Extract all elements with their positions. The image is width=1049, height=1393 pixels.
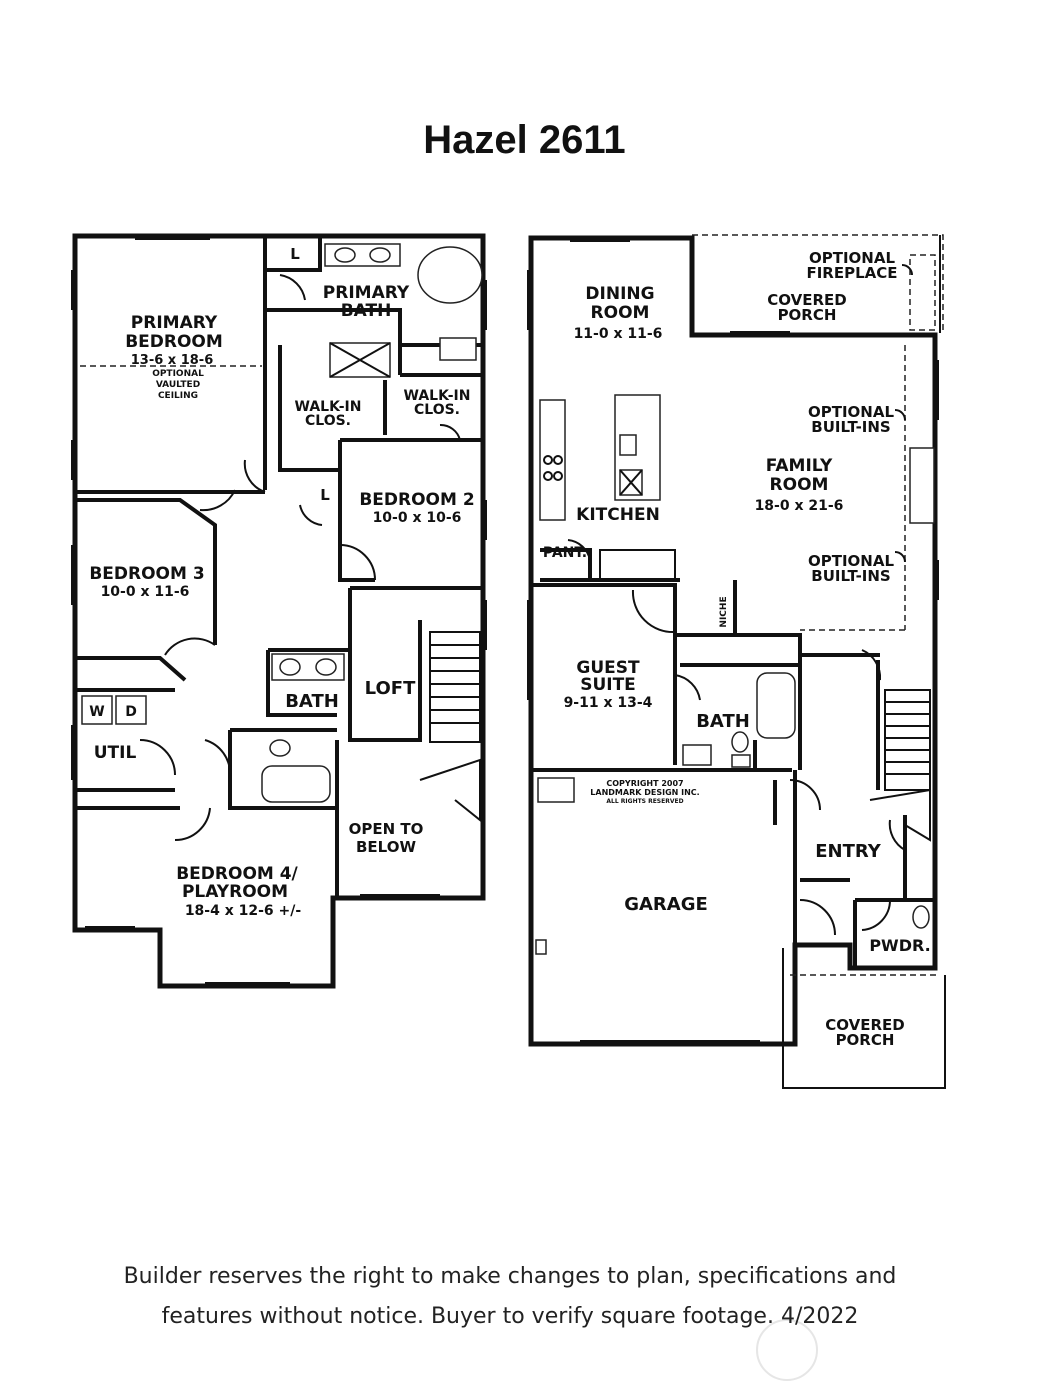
entry-label: ENTRY [815, 841, 882, 862]
main-bath-label: BATH [696, 711, 750, 732]
copyright-line-3: ALL RIGHTS RESERVED [606, 798, 683, 805]
main-stairs [599, 549, 931, 842]
primary-bath-name-1: PRIMARY [323, 283, 410, 303]
dining-name-1: DINING [585, 284, 654, 304]
kitchen-cabinetry [539, 394, 661, 521]
plan-title: Hazel 2611 [423, 118, 626, 162]
walk-in-closet-1-line-2: CLOS. [305, 413, 351, 429]
linen-closet-1: L [290, 245, 300, 263]
disclaimer-line-1: Builder reserves the right to make chang… [123, 1264, 897, 1289]
walk-in-closet-2-line-1: WALK-IN [404, 388, 471, 404]
walk-in-closet-1-line-1: WALK-IN [295, 399, 362, 415]
upper-stairs [419, 631, 481, 823]
niche-label: NICHE [719, 596, 729, 627]
optional-builtins-2-line-1: OPTIONAL [808, 552, 894, 570]
front-porch-line-2: PORCH [836, 1031, 895, 1049]
rear-porch-line-2: PORCH [778, 306, 837, 324]
primary-bedroom-note-1: OPTIONAL [152, 369, 204, 379]
copyright-line-2: LANDMARK DESIGN INC. [590, 788, 699, 797]
open-to-below-line-2: BELOW [356, 838, 416, 856]
optional-builtins-1-line-2: BUILT-INS [811, 418, 890, 436]
primary-bedroom-dims: 13-6 x 18-6 [131, 353, 214, 368]
guest-suite-dims: 9-11 x 13-4 [564, 695, 653, 711]
bedroom-4-name-2: PLAYROOM [182, 882, 288, 902]
bedroom-3-name: BEDROOM 3 [89, 564, 204, 584]
family-room-name-2: ROOM [770, 475, 829, 495]
primary-bedroom-name-1: PRIMARY [131, 313, 218, 333]
optional-builtins-2-line-2: BUILT-INS [811, 567, 890, 585]
primary-bath-fixtures [324, 243, 483, 378]
loft-label: LOFT [365, 678, 416, 699]
open-to-below-line-1: OPEN TO [349, 820, 424, 838]
util-label: UTIL [94, 743, 137, 763]
family-room-name-1: FAMILY [766, 456, 833, 476]
dining-name-2: ROOM [591, 303, 650, 323]
bedroom-2-dims: 10-0 x 10-6 [373, 510, 462, 526]
kitchen-label: KITCHEN [576, 505, 660, 525]
primary-bath-name-2: BATH [341, 301, 392, 321]
primary-bedroom-note-3: CEILING [158, 391, 198, 401]
main-floor-plan: DINING ROOM 11-0 x 11-6 COVERED PORCH OP… [527, 234, 946, 1089]
primary-bedroom-name-2: BEDROOM [125, 332, 223, 352]
pantry-label: PANT. [543, 545, 587, 561]
powder-label: PWDR. [869, 936, 930, 955]
optional-builtins-1-line-1: OPTIONAL [808, 403, 894, 421]
dryer-label: D [125, 704, 137, 720]
main-bath-fixtures [682, 672, 930, 929]
bedroom-4-dims: 18-4 x 12-6 +/- [185, 903, 302, 919]
bedroom-4-name-1: BEDROOM 4/ [176, 864, 298, 884]
washer-label: W [89, 704, 104, 720]
copyright-line-1: COPYRIGHT 2007 [606, 779, 683, 788]
optional-fireplace-line-2: FIREPLACE [806, 264, 897, 282]
guest-suite-name-1: GUEST [576, 658, 640, 678]
upper-bath-label: BATH [285, 691, 339, 712]
rear-porch-line-1: COVERED [767, 291, 846, 309]
guest-suite-name-2: SUITE [580, 675, 636, 695]
dining-dims: 11-0 x 11-6 [574, 326, 663, 342]
watermark-logo [756, 1319, 818, 1381]
optional-fireplace-line-1: OPTIONAL [809, 249, 895, 267]
upper-floor-plan: PRIMARY BEDROOM 13-6 x 18-6 OPTIONAL VAU… [71, 233, 487, 989]
family-room-dims: 18-0 x 21-6 [755, 498, 844, 514]
walk-in-closet-2-line-2: CLOS. [414, 402, 460, 418]
disclaimer-line-2: features without notice. Buyer to verify… [161, 1304, 859, 1329]
primary-bedroom-note-2: VAULTED [156, 380, 200, 390]
hall-bath-fixtures [261, 653, 345, 803]
bedroom-3-dims: 10-0 x 11-6 [101, 584, 190, 600]
front-porch-line-1: COVERED [825, 1016, 904, 1034]
linen-closet-2: L [320, 486, 330, 504]
bedroom-2-name: BEDROOM 2 [359, 490, 474, 510]
garage-label: GARAGE [624, 894, 708, 915]
